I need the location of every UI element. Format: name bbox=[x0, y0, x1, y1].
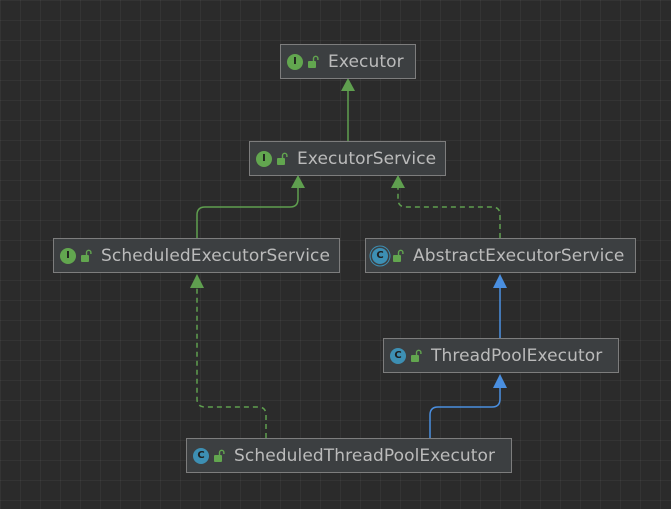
class-name-label: Executor bbox=[328, 51, 404, 72]
unlock-icon bbox=[214, 449, 225, 462]
arrowhead-executor bbox=[341, 78, 355, 91]
arrowhead-threadpoolexecutor bbox=[493, 374, 507, 388]
node-scheduledthreadpoolexecutor[interactable]: C ScheduledThreadPoolExecutor bbox=[186, 438, 512, 473]
edge-abstractexecutorservice-to-executorservice bbox=[397, 188, 501, 238]
class-name-label: ThreadPoolExecutor bbox=[431, 345, 603, 366]
unlock-icon bbox=[393, 249, 404, 262]
arrowhead-scheduledexecutorservice bbox=[190, 274, 204, 288]
unlock-icon bbox=[411, 349, 422, 362]
edge-scheduledexecutorservice-to-executorservice bbox=[196, 188, 299, 238]
class-badge-icon: C bbox=[193, 447, 209, 464]
abstract-class-badge-icon: C bbox=[372, 247, 388, 264]
class-name-label: ScheduledThreadPoolExecutor bbox=[234, 445, 496, 466]
unlock-icon bbox=[308, 55, 319, 68]
node-executor[interactable]: I Executor bbox=[280, 44, 416, 79]
class-badge-icon: C bbox=[390, 347, 406, 364]
unlock-icon bbox=[81, 249, 92, 262]
interface-badge-icon: I bbox=[287, 53, 303, 70]
edge-scheduledthreadpoolexecutor-to-scheduledexecutorservice bbox=[196, 288, 267, 438]
node-abstractexecutorservice[interactable]: C AbstractExecutorService bbox=[365, 238, 636, 273]
arrowhead-executorservice-left bbox=[291, 175, 305, 188]
node-executorservice[interactable]: I ExecutorService bbox=[249, 141, 446, 176]
interface-badge-icon: I bbox=[256, 150, 272, 167]
node-scheduledexecutorservice[interactable]: I ScheduledExecutorService bbox=[53, 238, 340, 273]
node-threadpoolexecutor[interactable]: C ThreadPoolExecutor bbox=[383, 338, 619, 373]
class-name-label: AbstractExecutorService bbox=[413, 245, 625, 266]
class-name-label: ExecutorService bbox=[297, 148, 437, 169]
arrowhead-executorservice-right bbox=[391, 175, 405, 188]
interface-badge-icon: I bbox=[60, 247, 76, 264]
class-name-label: ScheduledExecutorService bbox=[101, 245, 331, 266]
unlock-icon bbox=[277, 152, 288, 165]
arrowhead-abstractexecutorservice bbox=[493, 274, 507, 288]
edge-scheduledthreadpoolexecutor-to-threadpoolexecutor bbox=[429, 388, 501, 438]
